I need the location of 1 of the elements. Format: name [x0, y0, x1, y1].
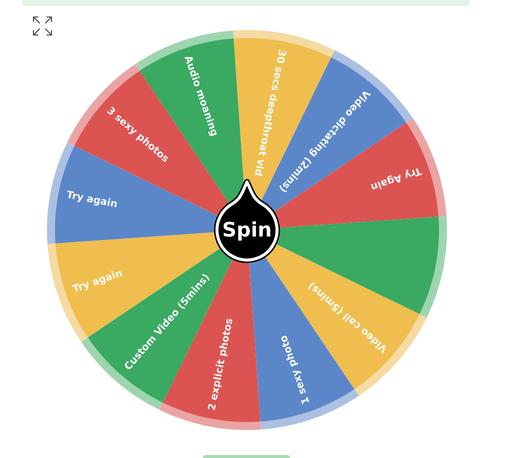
spin-button: Spin	[214, 179, 280, 263]
